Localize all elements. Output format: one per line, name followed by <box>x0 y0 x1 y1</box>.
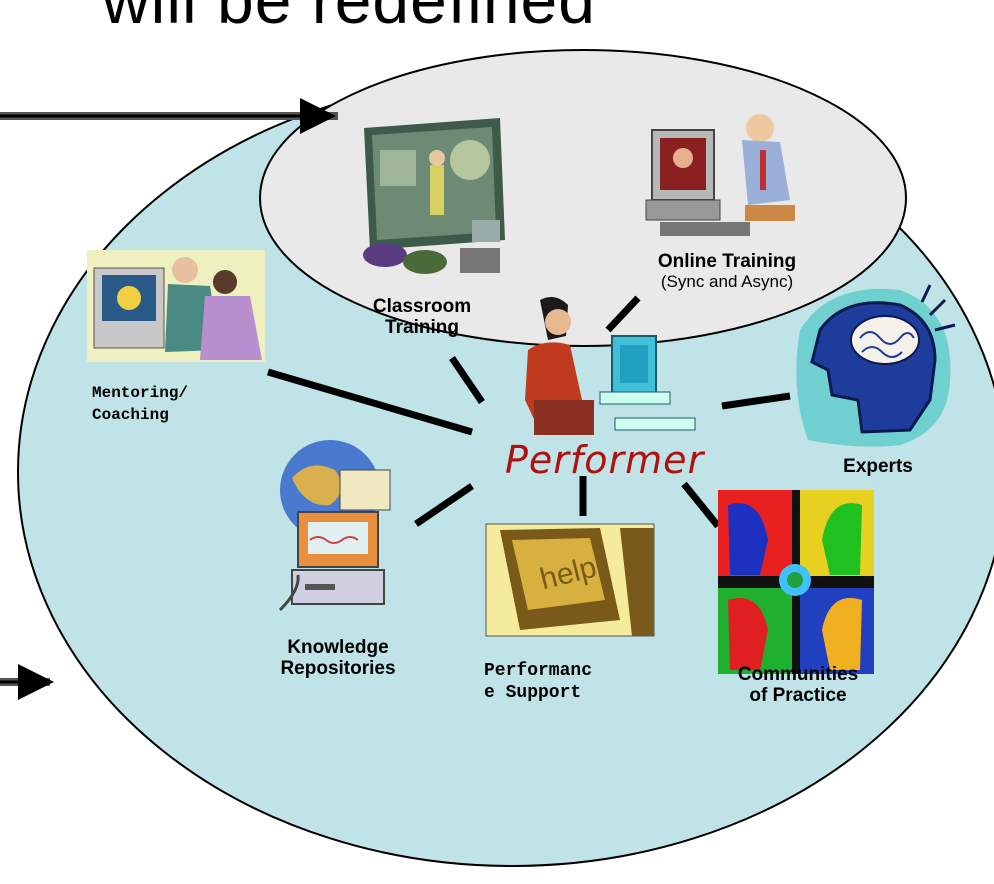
knowledge-repositories-label: Knowledge Repositories <box>258 637 418 679</box>
performance-line2: e Support <box>484 683 582 703</box>
help-key-icon: help <box>485 523 655 637</box>
mentoring-label: Mentoring/ Coaching <box>92 382 252 426</box>
online-line2: (Sync and Async) <box>660 272 794 291</box>
communities-line2: of Practice <box>749 685 847 706</box>
classroom-clipart-icon <box>363 118 505 274</box>
knowledge-line2: Repositories <box>280 658 396 679</box>
communities-of-practice-label: Communities of Practice <box>718 664 878 706</box>
communities-faces-icon <box>718 490 874 674</box>
knowledge-computer-icon <box>278 440 391 612</box>
classroom-line2: Training <box>385 317 459 338</box>
communities-line1: Communities <box>737 664 859 685</box>
mentoring-line1: Mentoring/ <box>92 384 189 402</box>
connector-mentoring <box>267 368 473 436</box>
performer-person-icon <box>525 296 696 435</box>
online-line1: Online Training <box>657 251 797 272</box>
performance-support-label: Performanc e Support <box>484 660 654 704</box>
connector-classroom <box>449 356 485 404</box>
performer-label: Performer <box>505 438 705 482</box>
mentoring-clipart-icon <box>87 250 265 362</box>
online-training-clipart-icon <box>645 114 795 236</box>
expert-head-icon <box>796 284 956 447</box>
slide-title-fragment: will be redefined <box>102 0 596 37</box>
knowledge-line1: Knowledge <box>287 637 389 658</box>
online-training-label: Online Training (Sync and Async) <box>632 251 822 292</box>
connector-knowledge <box>414 483 474 527</box>
connector-experts <box>721 392 791 410</box>
training-ellipse <box>259 49 907 347</box>
connector-communities <box>681 481 721 529</box>
experts-label: Experts <box>843 456 913 477</box>
mentoring-line2: Coaching <box>92 406 169 424</box>
classroom-training-label: Classroom Training <box>372 296 472 338</box>
connectors <box>267 295 791 529</box>
performance-line1: Performanc <box>484 661 593 681</box>
classroom-line1: Classroom <box>372 296 472 317</box>
connector-online <box>605 295 641 333</box>
